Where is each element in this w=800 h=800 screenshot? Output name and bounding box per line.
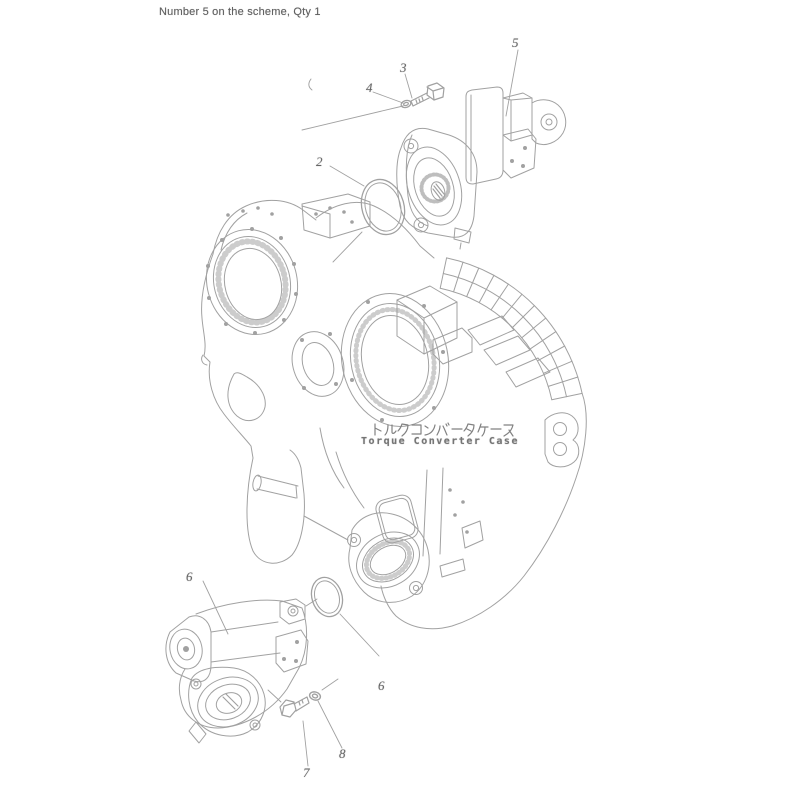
case-label-japanese: トルクコンバータケース xyxy=(368,420,528,436)
part-label-2: 2 xyxy=(316,154,323,169)
leader-lines xyxy=(202,49,519,767)
part-label-3: 3 xyxy=(400,60,407,75)
washer-upper-drawing xyxy=(400,99,412,109)
washer-lower-drawing xyxy=(308,691,322,701)
o-ring-upper-drawing xyxy=(360,178,406,236)
part-label-6-oring: 6 xyxy=(378,678,385,693)
upper-pump-drawing xyxy=(396,86,567,250)
case-label-english: Torque Converter Case xyxy=(361,436,519,447)
part-label-8: 8 xyxy=(339,746,346,761)
caption-text: Number 5 on the scheme, Qty 1 xyxy=(159,6,321,18)
part-label-7: 7 xyxy=(303,765,310,780)
o-ring-lower-drawing xyxy=(310,576,344,618)
lower-pump-drawing xyxy=(165,598,309,744)
katakana-text-drawing xyxy=(374,422,514,437)
bolt-upper-drawing xyxy=(410,82,445,107)
part-label-4: 4 xyxy=(366,80,373,95)
bolt-lower-drawing xyxy=(279,696,310,718)
part-label-5: 5 xyxy=(512,35,519,50)
part-label-6-pump: 6 xyxy=(186,569,193,584)
torque-converter-case-drawing xyxy=(201,78,587,630)
